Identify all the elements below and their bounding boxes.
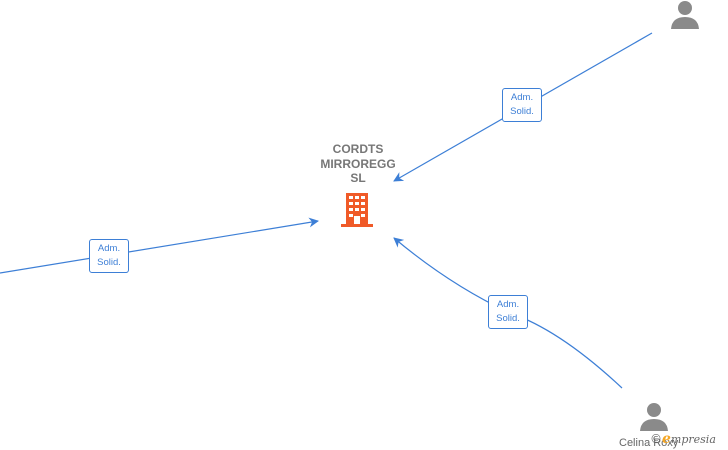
person-icon[interactable]	[639, 402, 669, 432]
empresia-watermark: ©empresia	[650, 430, 728, 448]
edge-role-line-2: Solid.	[97, 257, 121, 268]
edge-line-left	[0, 217, 319, 274]
brand-initial: e	[662, 431, 671, 447]
company-name-line-2: MIRROREGG	[320, 156, 396, 171]
edge-label-left[interactable]: Adm. Solid.	[89, 239, 129, 273]
company-name-line-1: CORDTS	[332, 142, 384, 156]
company-name[interactable]: CORDTS MIRROREGG SL	[308, 142, 408, 186]
edge-role-line-1: Adm.	[510, 92, 534, 103]
edge-role-line-1: Adm.	[496, 299, 520, 310]
person-name-bottom-right[interactable]: Celina Roxy	[619, 437, 679, 449]
edge-label-bottom-right[interactable]: Adm. Solid.	[488, 295, 528, 329]
copyright-symbol: ©	[650, 432, 662, 446]
company-name-line-3: SL	[350, 171, 366, 185]
edge-label-top-right[interactable]: Adm. Solid.	[502, 88, 542, 122]
edge-role-line-1: Adm.	[97, 243, 121, 254]
building-icon[interactable]	[340, 192, 374, 228]
person-icon[interactable]	[670, 0, 700, 30]
edge-role-line-2: Solid.	[510, 106, 534, 117]
brand-name: mpresia	[670, 433, 716, 446]
edge-role-line-2: Solid.	[496, 313, 520, 324]
